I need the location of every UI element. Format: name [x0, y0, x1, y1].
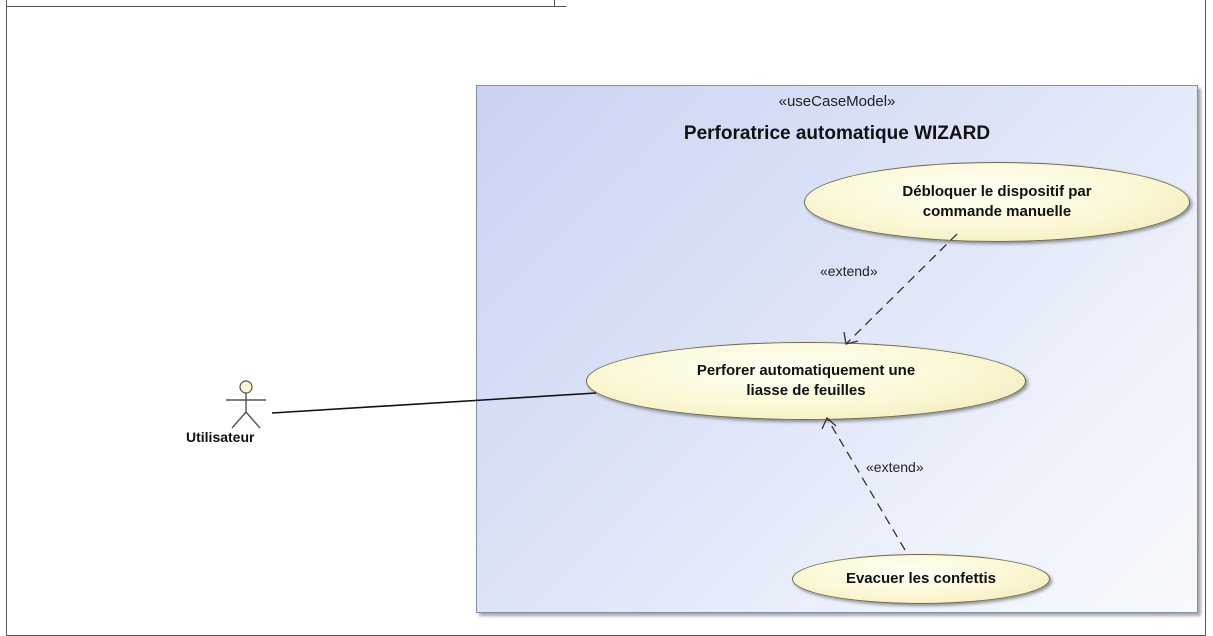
extend-arrow-evacuer[interactable] [826, 417, 906, 551]
extend-label-evacuer: «extend» [866, 459, 924, 475]
extend-arrowhead-evacuer [821, 416, 837, 430]
actor-icon[interactable] [226, 380, 266, 429]
diagram-frame-tab [6, 0, 555, 7]
usecase-debloquer-dispositif[interactable]: Débloquer le dispositif par commande man… [804, 162, 1190, 242]
extend-arrowhead-debloquer [843, 331, 859, 345]
usecase-label: Perforer automatiquement une liasse de f… [696, 362, 916, 399]
usecase-evacuer-confettis[interactable]: Evacuer les confettis [792, 554, 1050, 604]
association-line[interactable] [271, 392, 597, 414]
system-title: Perforatrice automatique WIZARD [683, 123, 991, 144]
usecase-label: Evacuer les confettis [845, 570, 997, 587]
usecase-perforer-liasse[interactable]: Perforer automatiquement une liasse de f… [586, 342, 1026, 420]
extend-label-debloquer: «extend» [820, 263, 878, 279]
usecase-label: Débloquer le dispositif par commande man… [902, 183, 1092, 220]
extend-arrow-debloquer[interactable] [845, 233, 958, 345]
system-stereotype: «useCaseModel» [778, 93, 896, 110]
actor-label: Utilisateur [186, 429, 255, 445]
